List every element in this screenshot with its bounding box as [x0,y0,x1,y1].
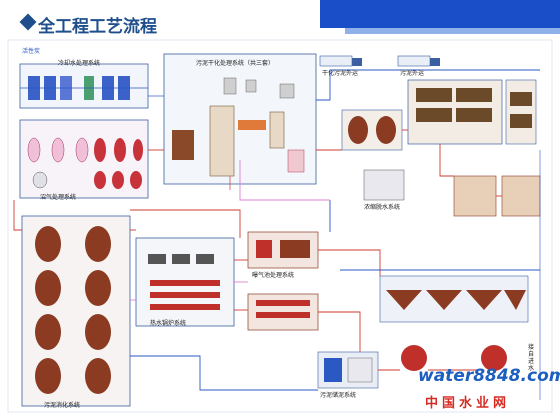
sludge-storage-label: 污泥储泥系统 [320,392,357,399]
cooling-water-system [19,63,149,109]
aeration-system-label: 曝气池处理系统 [252,272,295,279]
cooling-system-label: 冷却水处理系统 [58,60,101,67]
digestion-system-label: 污泥消化系统 [44,402,81,409]
truck-icons [319,55,440,67]
title-diamond-icon [19,13,37,31]
sludge-drying-label: 污泥干化处理系统（共三套） [196,60,275,67]
page-title: 全工程工艺流程 [38,17,157,37]
biogas-system [19,119,149,199]
boiler-system-label: 热水锅炉系统 [150,320,187,327]
top-left-note: 活性炭 [22,48,41,55]
sludge-drying-system [148,53,317,190]
header-accent-stripe [345,28,560,34]
watermark-cn: 中国水业网 [425,396,511,411]
pipe-network [13,69,541,400]
dewater-system-label: 浓缩脱水系统 [364,204,401,211]
dewatering-system [341,79,541,217]
intake-label: 接自进水 [528,344,535,372]
diagram-border [7,39,553,413]
biogas-system-label: 沼气处理系统 [40,194,77,201]
boiler-system [135,237,235,327]
return-transport-label: 污泥外运 [400,70,425,77]
outside-transport-label: 干化污泥外运 [322,70,359,77]
digestion-tanks [21,215,131,407]
watermark-brand: water8848.com [418,366,560,386]
header-accent-bar [320,0,560,28]
process-flow-diagram [7,39,553,413]
clarifier-system [317,275,529,389]
aeration-system [247,231,319,331]
